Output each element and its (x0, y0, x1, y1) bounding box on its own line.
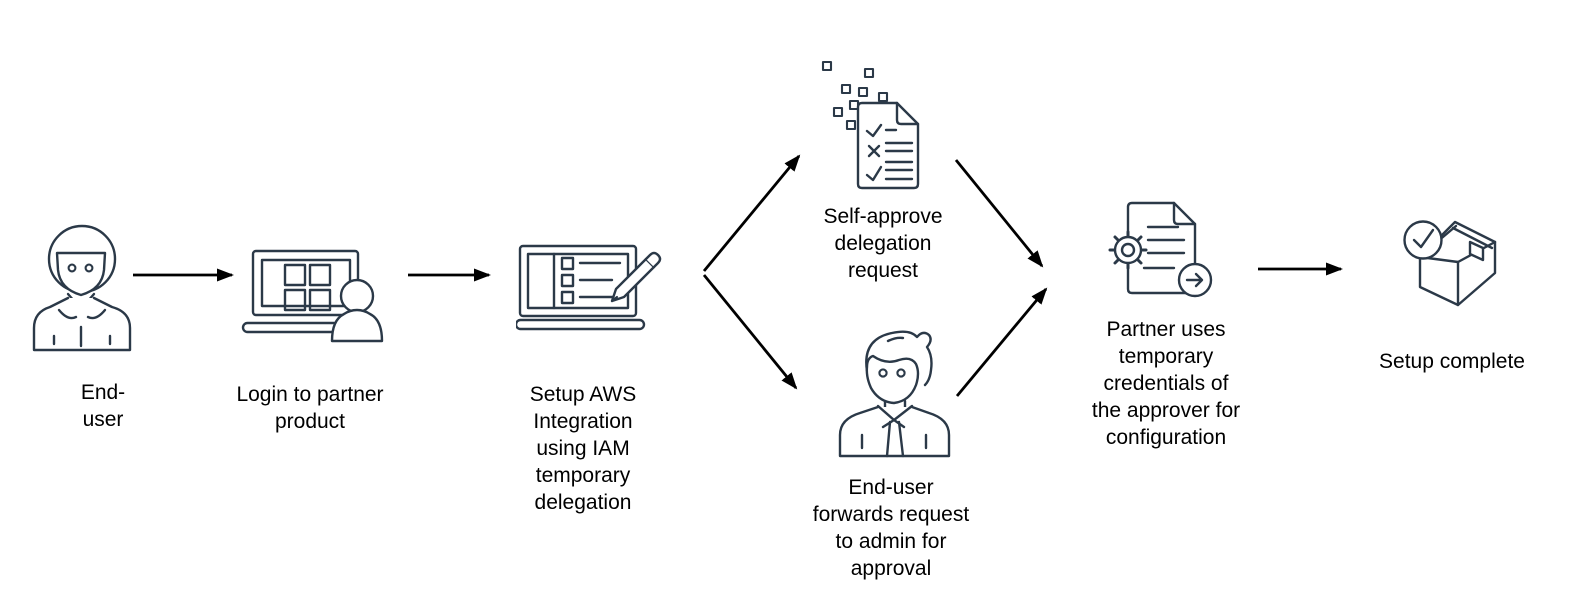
laptop-checklist-pencil-icon (516, 237, 666, 335)
arrow-setup-forward (702, 274, 798, 390)
laptop-user-icon (240, 248, 390, 344)
node-label-end-user: End- user (80, 381, 126, 431)
node-label-forward-to-admin: End-user forwards request to admin for a… (812, 476, 970, 580)
arrow-forward-credentials (955, 287, 1048, 397)
admin-user-icon (836, 327, 954, 459)
document-approve-icon (818, 55, 920, 190)
node-label-self-approve: Self-approve delegation request (823, 205, 943, 282)
node-label-setup-complete: Setup complete (1379, 350, 1525, 373)
user-icon (32, 222, 133, 353)
node-label-setup-integration: Setup AWS Integration using IAM temporar… (529, 383, 637, 514)
package-check-icon (1400, 213, 1502, 310)
node-label-login-partner: Login to partner product (236, 383, 384, 433)
node-label-partner-credentials: Partner uses temporary credentials of th… (1091, 318, 1241, 449)
document-gear-arrow-icon (1100, 200, 1214, 298)
